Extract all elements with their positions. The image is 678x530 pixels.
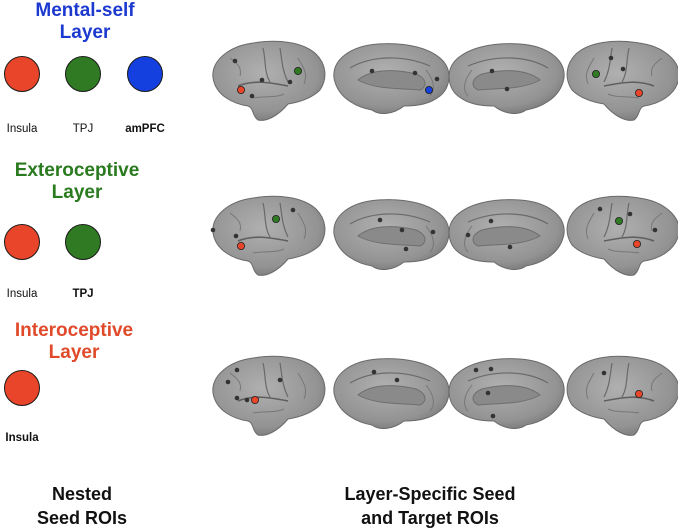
- ampfc-seed-circle: [127, 56, 163, 92]
- target-roi-dot: [412, 70, 418, 76]
- nested-caption-line2: Seed ROIs: [36, 508, 128, 528]
- target-roi-dot: [489, 68, 495, 74]
- insula-seed-dot: [236, 86, 245, 95]
- mental-self-title-line1: Mental-self: [35, 0, 135, 21]
- target-roi-dot: [290, 207, 296, 213]
- target-roi-dot: [399, 227, 405, 233]
- exteroceptive-layer-title: Exteroceptive Layer: [0, 160, 157, 204]
- target-roi-dot: [488, 366, 494, 372]
- target-roi-dot: [465, 232, 471, 238]
- target-roi-dot: [371, 369, 377, 375]
- target-roi-dot: [233, 233, 239, 239]
- ampfc-seed-label: amPFC: [125, 123, 165, 135]
- left-lateral-brain: [212, 40, 326, 122]
- target-roi-dot: [244, 397, 250, 403]
- target-roi-dot: [490, 413, 496, 419]
- left-lateral-brain: [212, 355, 326, 437]
- right-lateral-brain: [566, 355, 678, 437]
- insula-seed-label: Insula: [6, 123, 38, 135]
- left-medial-brain: [333, 43, 450, 115]
- left-medial-brain: [333, 199, 450, 271]
- target-roi-dot: [473, 367, 479, 373]
- tpj-seed-dot: [271, 214, 280, 223]
- right-medial-brain: [448, 43, 565, 115]
- mental-self-layer-title: Mental-self Layer: [5, 0, 165, 44]
- interoceptive-brain-row: [212, 355, 678, 437]
- target-roi-dot: [234, 395, 240, 401]
- exteroceptive-title-line1: Exteroceptive: [14, 160, 140, 181]
- target-roi-dot: [507, 244, 513, 250]
- exteroceptive-title-line2: Layer: [51, 182, 103, 203]
- insula-seed-circle: [4, 224, 40, 260]
- right-medial-brain: [448, 358, 565, 430]
- target-roi-dot: [287, 79, 293, 85]
- target-roi-dot: [430, 229, 436, 235]
- left-medial-brain: [333, 358, 450, 430]
- target-roi-dot: [394, 377, 400, 383]
- target-roi-dot: [601, 370, 607, 376]
- target-roi-dot: [225, 379, 231, 385]
- left-lateral-brain: [212, 195, 326, 277]
- interoceptive-layer-title: Interoceptive Layer: [0, 320, 154, 364]
- insula-seed-circle: [4, 56, 40, 92]
- target-roi-dot: [608, 55, 614, 61]
- ampfc-seed-dot: [424, 86, 433, 95]
- target-roi-dot: [434, 76, 440, 82]
- target-roi-dot: [627, 211, 633, 217]
- layer-specific-caption-line1: Layer-Specific Seed: [344, 484, 516, 504]
- insula-seed-dot: [633, 239, 642, 248]
- mental-self-title-line2: Layer: [59, 22, 111, 43]
- tpj-seed-dot: [293, 67, 302, 76]
- target-roi-dot: [232, 58, 238, 64]
- insula-seed-label: Insula: [5, 432, 39, 444]
- interoceptive-title-line1: Interoceptive: [14, 320, 134, 341]
- tpj-seed-circle: [65, 56, 101, 92]
- target-roi-dot: [277, 377, 283, 383]
- tpj-seed-label: TPJ: [72, 123, 94, 135]
- exteroceptive-brain-row: [210, 195, 678, 277]
- target-roi-dot: [403, 246, 409, 252]
- interoceptive-title-line2: Layer: [48, 342, 100, 363]
- target-roi-dot: [234, 367, 240, 373]
- target-roi-dot: [210, 227, 216, 233]
- insula-seed-dot: [635, 89, 644, 98]
- target-roi-dot: [620, 66, 626, 72]
- layer-specific-caption-line2: and Target ROIs: [361, 508, 499, 528]
- right-lateral-brain: [566, 195, 678, 277]
- target-roi-dot: [369, 68, 375, 74]
- target-roi-dot: [504, 86, 510, 92]
- layer-specific-rois-caption: Layer-Specific Seed and Target ROIs: [330, 482, 530, 530]
- insula-seed-circle: [4, 370, 40, 406]
- insula-seed-dot: [236, 241, 245, 250]
- nested-seed-rois-caption: Nested Seed ROIs: [12, 482, 152, 530]
- right-lateral-brain: [566, 40, 678, 122]
- brain-surfaces-figure: [210, 40, 678, 437]
- tpj-seed-circle: [65, 224, 101, 260]
- nested-caption-line1: Nested: [51, 484, 113, 504]
- target-roi-dot: [597, 206, 603, 212]
- target-roi-dot: [249, 93, 255, 99]
- insula-seed-dot: [250, 395, 259, 404]
- tpj-seed-dot: [592, 70, 601, 79]
- target-roi-dot: [377, 217, 383, 223]
- target-roi-dot: [652, 227, 658, 233]
- target-roi-dot: [488, 218, 494, 224]
- target-roi-dot: [259, 77, 265, 83]
- mental-self-brain-row: [212, 40, 678, 122]
- tpj-seed-label: TPJ: [72, 288, 94, 300]
- insula-seed-dot: [635, 389, 644, 398]
- insula-seed-label: Insula: [6, 288, 38, 300]
- tpj-seed-dot: [615, 216, 624, 225]
- target-roi-dot: [485, 390, 491, 396]
